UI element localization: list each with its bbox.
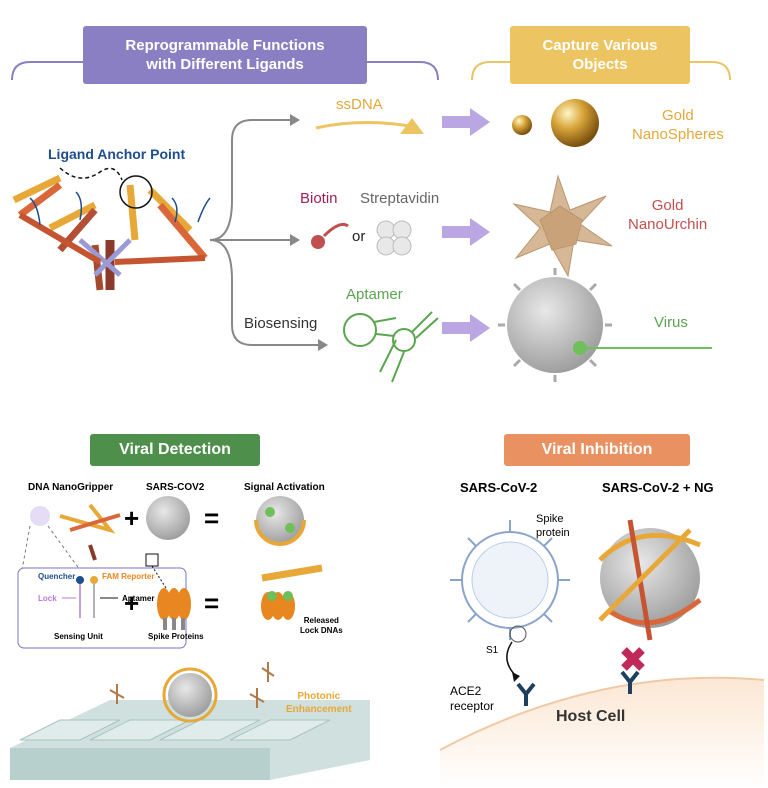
virus-top	[498, 268, 712, 382]
photonic-enhancement-label: Photonic Enhancement	[286, 691, 352, 715]
gold-nanospheres-label: Gold NanoSpheres	[632, 107, 724, 143]
nanogripper-structure	[12, 167, 211, 291]
svg-text:+: +	[124, 503, 139, 533]
lock-label: Lock	[38, 594, 57, 603]
capture-objects-banner: Capture Various Objects	[510, 26, 690, 84]
ligand-anchor-label: Ligand Anchor Point	[48, 146, 186, 162]
sars-cov2-label: SARS-COV2	[146, 482, 205, 493]
gold-nanourchin	[512, 174, 613, 278]
or-label: or	[352, 228, 366, 245]
gold-sphere-large	[551, 99, 599, 147]
ssdna-strand	[315, 120, 411, 130]
dna-nanogripper-label: DNA NanoGripper	[28, 482, 114, 493]
host-cell-label: Host Cell	[556, 708, 626, 725]
svg-text:=: =	[204, 588, 219, 618]
virus-label: Virus	[654, 314, 688, 331]
spike-protein-label: Spike protein	[536, 513, 570, 539]
gold-sphere-small	[512, 115, 532, 135]
sars-cov-2-label: SARS-CoV-2	[460, 480, 538, 495]
biotin-label: Biotin	[300, 190, 338, 207]
detection-panel-graphics: + = + =	[10, 496, 370, 780]
viral-detection-banner: Viral Detection	[90, 434, 260, 466]
sars-cov-2-ng-label: SARS-CoV-2 + NG	[602, 480, 714, 495]
gold-nanourchin-label: Gold NanoUrchin	[628, 197, 708, 233]
sensing-unit-label: Sensing Unit	[54, 632, 103, 641]
s1-label: S1	[486, 645, 499, 656]
aptamer-small-label: Aptamer	[122, 594, 155, 603]
quencher-label: Quencher	[38, 572, 76, 581]
svg-text:+: +	[124, 588, 139, 618]
released-lock-dnas-label: Released Lock DNAs	[300, 616, 343, 635]
reprogrammable-functions-banner: Reprogrammable Functions with Different …	[83, 26, 367, 84]
ace2-receptor-label: ACE2 receptor	[450, 684, 495, 713]
ssdna-label: ssDNA	[336, 96, 383, 113]
fam-reporter-label: FAM Reporter	[102, 572, 155, 581]
streptavidin-label: Streptavidin	[360, 190, 440, 207]
inhibition-panel-graphics	[439, 519, 765, 788]
biosensing-label: Biosensing	[244, 315, 318, 332]
svg-text:=: =	[204, 503, 219, 533]
aptamer-label: Aptamer	[346, 286, 403, 303]
viral-inhibition-banner: Viral Inhibition	[504, 434, 690, 466]
spike-proteins-label: Spike Proteins	[148, 632, 204, 641]
signal-activation-label: Signal Activation	[244, 482, 325, 493]
